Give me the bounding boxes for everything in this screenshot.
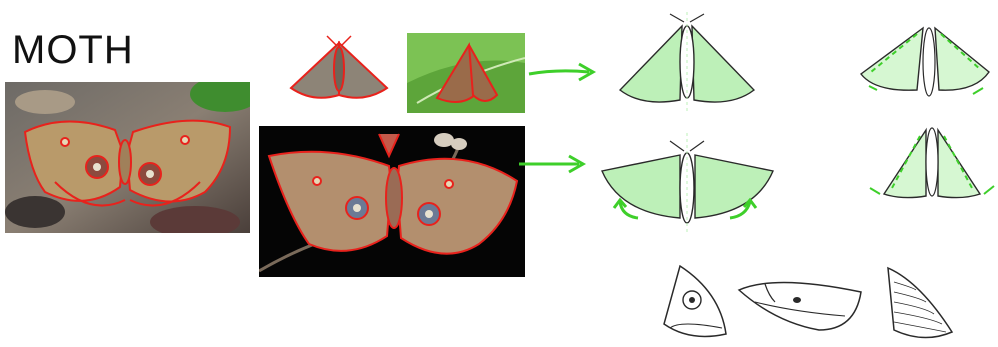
moth-sketch-wings-folded [612, 12, 762, 112]
moth-photo-leaf-litter [5, 82, 250, 233]
moth-photo-green-leaf [407, 33, 525, 113]
moth-photo-twig [259, 126, 525, 277]
wing-sketch-elongated [735, 272, 865, 342]
moth-sketch-wing-guides-bottom [868, 112, 996, 212]
curved-arrow-icon [726, 196, 758, 224]
wing-sketch-triangular [660, 262, 730, 342]
right-arrow-icon [527, 60, 597, 84]
curved-arrow-icon [612, 196, 644, 224]
moth-sketch-wing-guides-top [855, 12, 995, 112]
page-title: MOTH [12, 28, 134, 73]
right-arrow-icon [517, 152, 587, 176]
wing-sketch-striped [880, 262, 960, 342]
moth-photo-bark [283, 33, 395, 103]
